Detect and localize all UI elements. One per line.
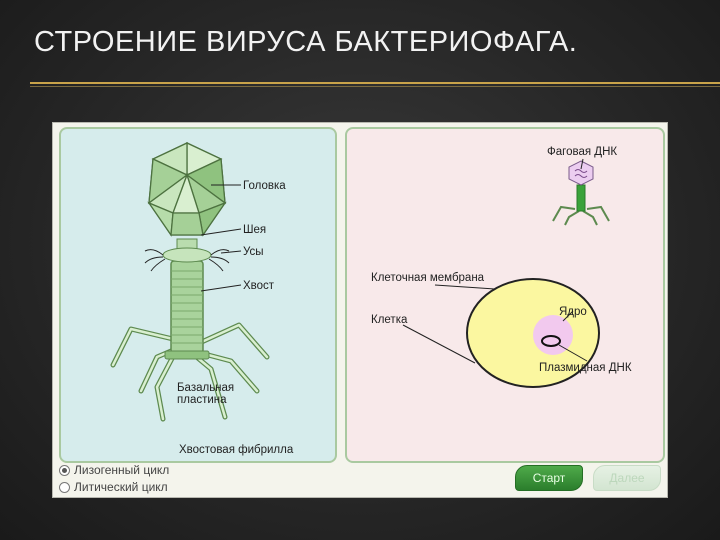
label-head: Головка: [243, 180, 286, 192]
simulation-frame: Головка Шея Усы Хвост Базальная пластина…: [52, 122, 668, 498]
base-plate: [164, 350, 210, 360]
label-whiskers: Усы: [243, 246, 264, 258]
label-nucleus: Ядро: [559, 306, 587, 318]
start-button[interactable]: Старт: [515, 465, 583, 491]
lysogenic-radio[interactable]: [59, 464, 70, 476]
lytic-radio[interactable]: [59, 481, 70, 493]
phage-structure-panel: Головка Шея Усы Хвост Базальная пластина…: [59, 127, 337, 463]
whiskers: [144, 249, 230, 272]
cell-panel: Фаговая ДНК Клеточная мембрана Клетка Яд…: [345, 127, 665, 463]
next-button[interactable]: Далее: [593, 465, 661, 491]
label-tail: Хвост: [243, 280, 275, 292]
plasmid: [541, 335, 561, 347]
slide-title: СТРОЕНИЕ ВИРУСА БАКТЕРИОФАГА.: [34, 26, 578, 58]
phage-diagram: Головка Шея Усы Хвост Базальная пластина…: [110, 141, 294, 456]
small-phage: [552, 160, 610, 226]
lytic-cycle-option[interactable]: Литический цикл: [59, 480, 168, 494]
label-base-plate-2: пластина: [177, 394, 227, 406]
lysogenic-cycle-option[interactable]: Лизогенный цикл: [59, 463, 169, 477]
label-neck: Шея: [243, 224, 266, 236]
label-cell-membrane: Клеточная мембрана: [371, 272, 485, 284]
neck-collar: [162, 238, 212, 263]
label-phage-dna: Фаговая ДНК: [547, 146, 617, 158]
controls-bar: Лизогенный цикл Литический цикл Старт Да…: [53, 461, 667, 497]
head-capsid: [147, 141, 227, 237]
title-underline: [30, 82, 720, 84]
title-underline-secondary: [30, 86, 720, 87]
tail-sheath: [170, 260, 204, 354]
label-cell: Клетка: [371, 314, 408, 326]
lytic-label: Литический цикл: [74, 480, 168, 494]
label-base-plate-1: Базальная: [177, 382, 234, 394]
cell-body: [466, 278, 600, 388]
cell-diagram: Фаговая ДНК Клеточная мембрана Клетка Яд…: [371, 146, 632, 388]
label-tail-fibril: Хвостовая фибрилла: [179, 444, 294, 456]
label-plasmid-dna: Плазмидная ДНК: [539, 362, 632, 374]
nucleus: [533, 315, 573, 355]
lysogenic-label: Лизогенный цикл: [74, 463, 170, 477]
